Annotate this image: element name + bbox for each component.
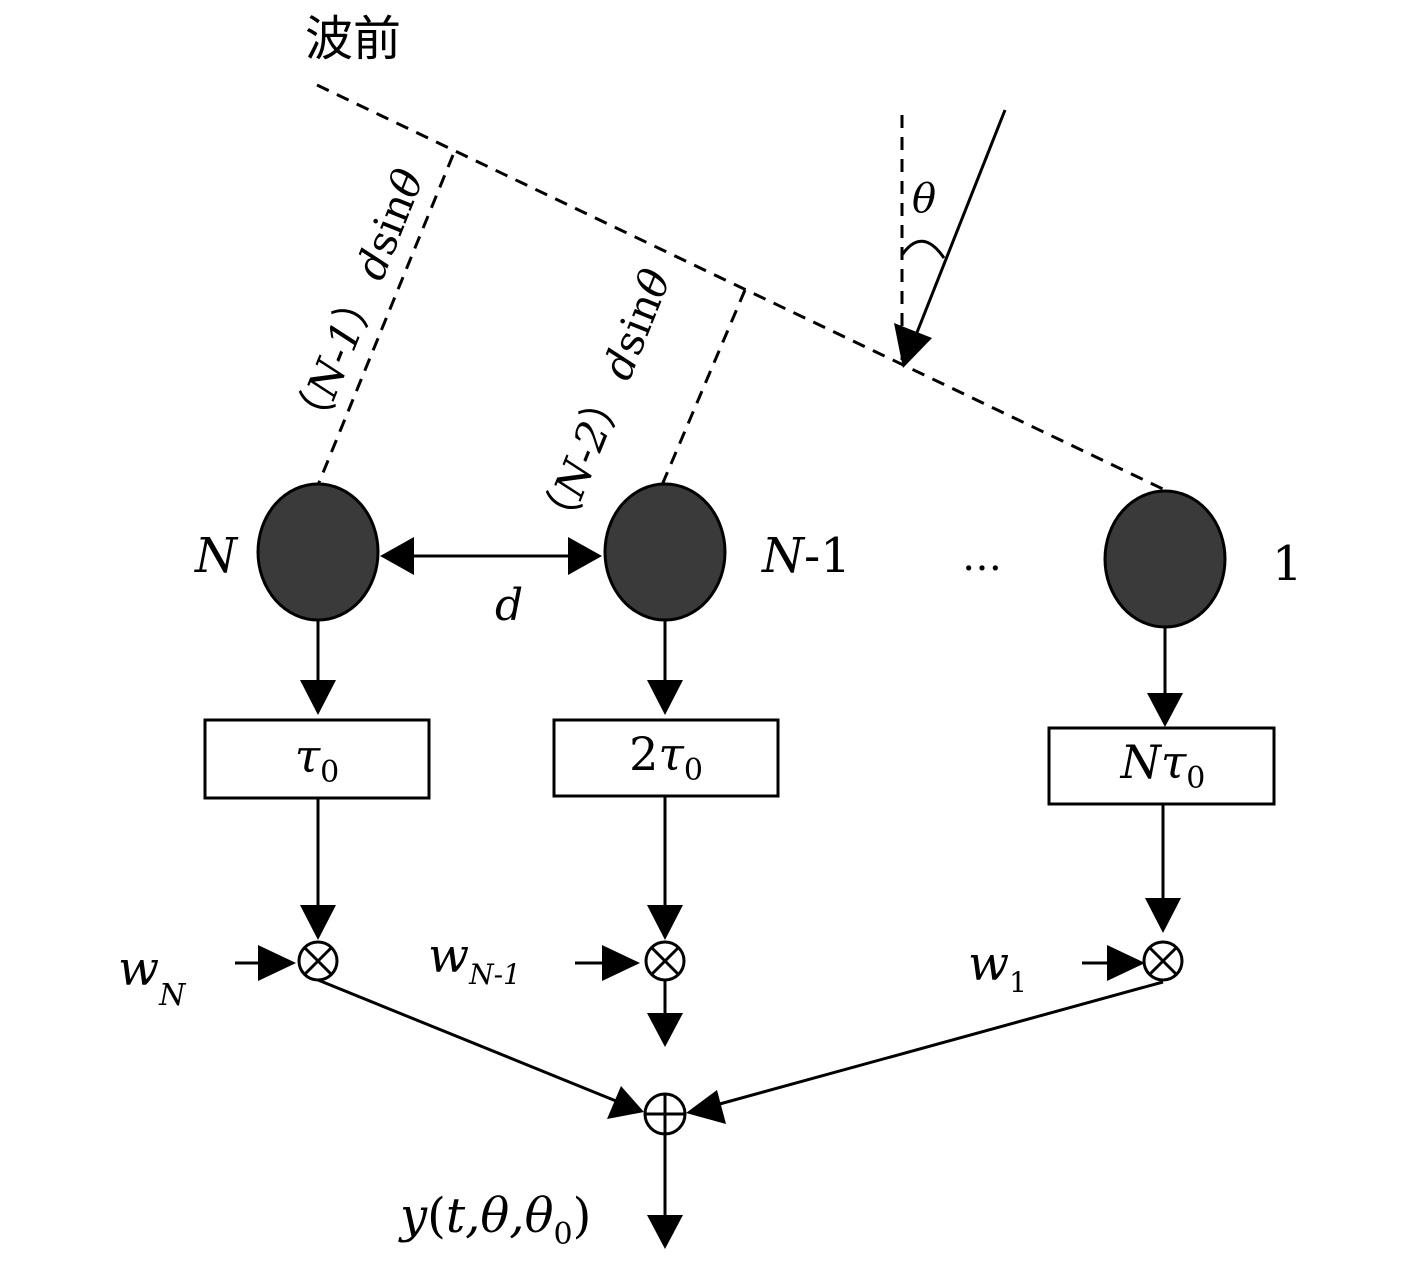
mult-1-to-sum-arrowhead <box>686 1090 726 1124</box>
delay-box-n <box>203 718 431 800</box>
summer <box>643 1092 687 1136</box>
weight-label-n-1: wN-1 <box>428 928 521 991</box>
incident-ray <box>914 109 1007 336</box>
element-label-n-1: N-1 <box>761 528 851 584</box>
delay-label-1: Nτ0 <box>1120 735 1206 796</box>
mult-n-1-output-arrowhead <box>647 1013 683 1047</box>
path-line-n-1 <box>660 289 747 486</box>
path-label-n: （N-1）dsinθ <box>282 162 434 444</box>
mult-1-to-sum-line <box>715 980 1164 1107</box>
weight-label-1: w1 <box>968 936 1027 999</box>
delay-label-n-1: 2τ0 <box>629 727 703 788</box>
mult-n-to-sum-line <box>317 978 617 1103</box>
array-element-n-1 <box>603 482 727 622</box>
multiplier-n <box>297 940 339 982</box>
wavefront-line <box>316 83 1166 492</box>
weight-1-arrowhead <box>1107 945 1145 981</box>
element-n-to-delay-arrowhead <box>300 680 336 715</box>
delay-n-to-mult-arrowhead <box>300 905 336 940</box>
delay-1-to-mult-arrowhead <box>1145 898 1181 933</box>
delay-label-n: τ0 <box>295 729 340 790</box>
element-1-to-delay-arrowhead <box>1147 693 1183 727</box>
output-arrowhead <box>647 1215 683 1249</box>
delay-n-1-to-mult-arrowhead <box>647 905 683 940</box>
weight-label-n: wN <box>118 941 187 1013</box>
weight-n-1-arrowhead <box>602 945 640 981</box>
incident-ray-arrowhead <box>894 323 932 368</box>
mult-n-to-sum-arrowhead <box>607 1086 644 1119</box>
spacing-d-label: d <box>495 580 523 631</box>
weight-n-arrowhead <box>258 945 296 981</box>
ellipsis-label: … <box>962 534 1002 580</box>
wavefront-label: 波前 <box>305 11 401 67</box>
multiplier-n-1 <box>644 940 686 982</box>
output-label: y(t,θ,θ0) <box>398 1188 591 1252</box>
spacing-arrowhead-right <box>568 537 602 575</box>
spacing-arrowhead-left <box>380 537 414 575</box>
multiplier-1 <box>1142 940 1184 982</box>
angle-theta-label: θ <box>912 176 936 222</box>
element-label-n: N <box>194 528 239 584</box>
path-line-n <box>316 154 455 486</box>
element-label-1: 1 <box>1272 536 1303 592</box>
delay-box-1 <box>1047 726 1276 806</box>
angle-arc <box>900 239 946 259</box>
element-n-1-to-delay-arrowhead <box>647 680 683 715</box>
array-element-1 <box>1103 489 1227 629</box>
array-element-n <box>256 482 380 622</box>
